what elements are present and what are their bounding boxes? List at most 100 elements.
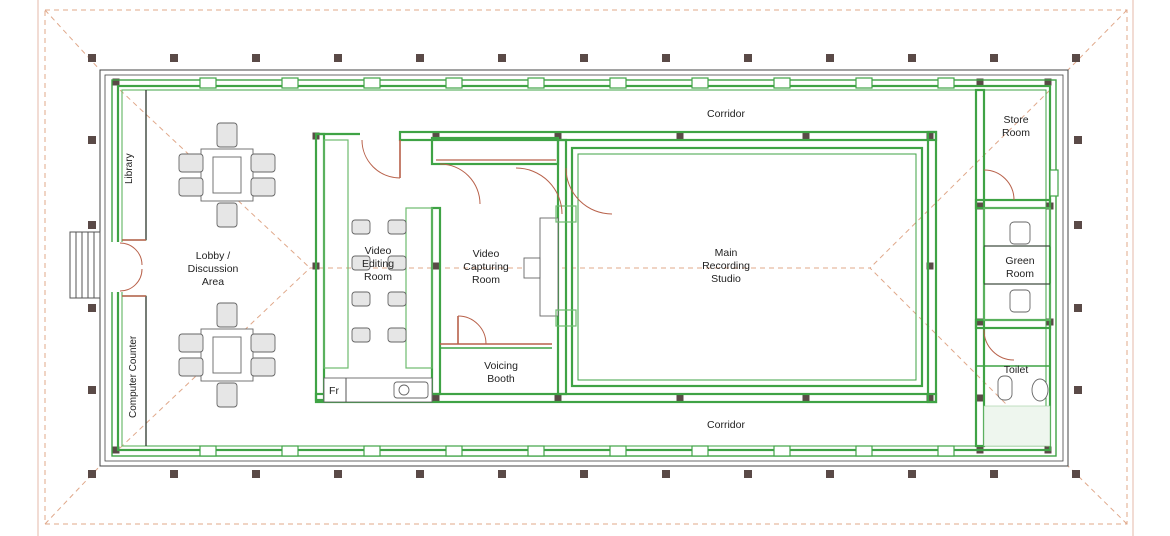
post-marker — [88, 221, 96, 229]
column-marker — [432, 132, 440, 140]
site-boundary — [37, 0, 1134, 536]
lobby-chair — [178, 177, 204, 197]
window-top — [773, 77, 791, 89]
post-marker — [1074, 136, 1082, 144]
window-top — [281, 77, 299, 89]
post-marker — [908, 470, 916, 478]
post-marker — [1074, 386, 1082, 394]
column-marker — [926, 394, 934, 402]
capture-console — [523, 205, 577, 327]
lobby-label-2: Discussion — [188, 263, 239, 275]
post-marker — [334, 54, 342, 62]
post-marker — [1074, 304, 1082, 312]
entrance-steps — [69, 231, 101, 299]
post-marker — [990, 470, 998, 478]
post-marker — [744, 470, 752, 478]
lobby-chair — [178, 357, 204, 377]
column-marker — [926, 262, 934, 270]
post-marker — [252, 54, 260, 62]
window-bottom — [609, 445, 627, 457]
green-room-label-2: Room — [1006, 268, 1034, 280]
window-top — [855, 77, 873, 89]
post-marker — [170, 470, 178, 478]
post-marker — [88, 136, 96, 144]
column-marker — [432, 262, 440, 270]
editing-chair — [387, 219, 407, 235]
corridor-top-label: Corridor — [707, 108, 745, 120]
voicing-booth-label-2: Booth — [487, 373, 515, 385]
window-top — [445, 77, 463, 89]
right-rooms — [974, 88, 1059, 448]
column-marker — [802, 132, 810, 140]
window-bottom — [199, 445, 217, 457]
post-marker — [170, 54, 178, 62]
fridge-label: Fr — [329, 385, 339, 397]
video-editing-label-1: Video — [365, 245, 392, 257]
post-marker — [88, 386, 96, 394]
post-marker — [662, 470, 670, 478]
column-marker — [976, 202, 984, 210]
window-top — [363, 77, 381, 89]
column-marker — [554, 394, 562, 402]
lobby-chair — [216, 122, 238, 148]
window-bottom — [937, 445, 955, 457]
post-marker — [334, 470, 342, 478]
library-label: Library — [124, 153, 135, 184]
voicing-booth-label-1: Voicing — [484, 360, 518, 372]
editing-workstations — [351, 219, 407, 343]
editing-chair — [387, 255, 407, 271]
window-bottom — [363, 445, 381, 457]
post-marker — [580, 470, 588, 478]
window-top — [199, 77, 217, 89]
lobby-chair — [216, 382, 238, 408]
column-marker — [976, 78, 984, 86]
video-capturing-label-2: Capturing — [463, 261, 509, 273]
column-marker — [676, 132, 684, 140]
post-marker — [1074, 221, 1082, 229]
lobby-tables — [178, 122, 276, 408]
table-top — [212, 336, 242, 374]
post-marker — [1072, 470, 1080, 478]
editing-chair — [351, 255, 371, 271]
editing-chair — [387, 291, 407, 307]
editing-chair — [387, 327, 407, 343]
post-marker — [908, 54, 916, 62]
main-studio-label-2: Recording — [702, 260, 750, 272]
table-top — [212, 156, 242, 194]
post-marker — [498, 470, 506, 478]
window-bottom — [281, 445, 299, 457]
window-bottom — [445, 445, 463, 457]
room-labels: Corridor Corridor Library Computer Count… — [124, 108, 1035, 431]
video-editing-label-2: Editing — [362, 258, 394, 270]
lobby-chair — [250, 357, 276, 377]
computer-counter — [121, 295, 147, 447]
toilet-label: Toilet — [1004, 364, 1029, 376]
doors — [361, 139, 613, 345]
column-marker — [112, 446, 120, 454]
main-studio-label-3: Studio — [711, 273, 741, 285]
windows — [199, 77, 955, 457]
window-top — [691, 77, 709, 89]
column-marker — [112, 78, 120, 86]
editing-chair — [351, 327, 371, 343]
post-marker — [88, 54, 96, 62]
post-marker — [416, 470, 424, 478]
video-editing-label-3: Room — [364, 271, 392, 283]
column-marker — [676, 394, 684, 402]
lobby-chair — [178, 333, 204, 353]
window-bottom — [855, 445, 873, 457]
post-marker — [1072, 54, 1080, 62]
post-marker — [416, 54, 424, 62]
lobby-label-1: Lobby / — [196, 250, 231, 262]
store-room-label-1: Store — [1003, 114, 1028, 126]
window-bottom — [691, 445, 709, 457]
entrance-door — [110, 242, 143, 292]
column-marker — [802, 394, 810, 402]
window-bottom — [773, 445, 791, 457]
lobby-chair — [216, 202, 238, 228]
column-marker — [976, 394, 984, 402]
computer-counter-label: Computer Counter — [128, 335, 139, 418]
post-marker — [826, 54, 834, 62]
column-marker — [926, 132, 934, 140]
